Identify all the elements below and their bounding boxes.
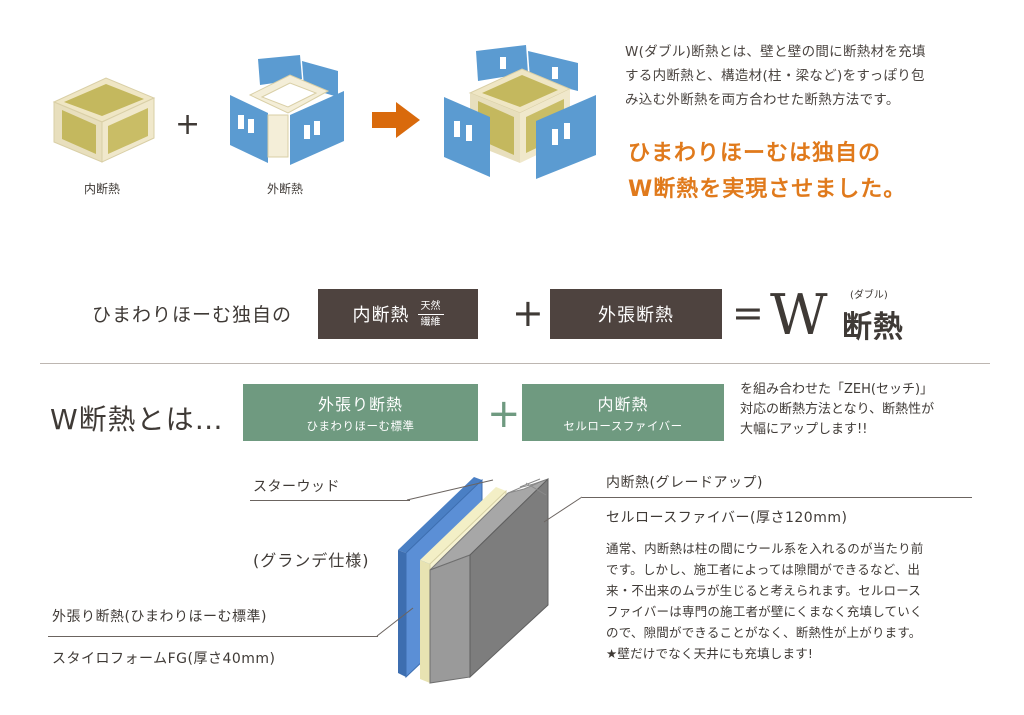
headline-line: W断熱を実現させました。 [628,177,907,202]
starwood-pointer [406,479,494,501]
inner-insulation-leader-line [582,497,972,498]
aside-line: 対応の断熱方法となり、断熱性が [740,402,935,417]
plus-sign-equation: + [512,291,544,335]
exterior-insulation-leader-line [48,636,378,637]
exterior-insulation-callout: 外張り断熱(ひまわりほーむ標準) [52,609,267,625]
aside-line: を組み合わせた「ZEH(セッチ)」 [740,382,934,397]
arrow-right-icon [372,102,420,138]
intro-paragraph: W(ダブル)断熱とは、壁と壁の間に断熱材を充填 する内断熱と、構造材(柱・梁など… [625,40,995,112]
description-paragraph: 通常、内断熱は柱の間にウール系を入れるのが当たり前 です。しかし、施工者によって… [606,538,1016,664]
intro-line: み込む外断熱を両方合わせた断熱方法です。 [625,92,900,108]
intro-line: W(ダブル)断熱とは、壁と壁の間に断熱材を充填 [625,44,926,60]
outer-insulation-label: 外断熱 [266,182,303,196]
section-divider [40,363,990,364]
exterior-insulation-box-label: 外張断熱 [598,305,674,326]
fraction-top: 天然 [420,300,441,312]
what-is-w-title: W断熱とは… [50,403,224,436]
intro-line: する内断熱と、構造材(柱・梁など)をすっぽり包 [625,68,925,84]
exterior-insulation-green-box: 外張り断熱 ひまわりほーむ標準 [243,384,478,441]
w-insulation-illustration [444,45,596,179]
description-line: 来・不出来のムラが生じると考えられます。セルロース [606,583,922,598]
aside-line: 大幅にアップします!! [740,422,868,437]
green-box-main: 外張り断熱 [317,395,403,414]
plus-sign-top: + [175,107,201,142]
natural-fiber-fraction: 天然 繊維 [417,300,444,329]
w-letter: W [770,283,828,348]
description-line: です。しかし、施工者によっては隙間ができるなど、出 [606,562,921,577]
inner-insulation-label: 内断熱 [83,182,120,196]
green-box-sub: セルロースファイバー [563,419,683,433]
styrofoam-material-label: スタイロフォームFG(厚さ40mm) [52,651,276,667]
equals-sign: = [732,291,764,335]
inner-insulation-pointer [543,496,583,523]
green-box-sub: ひまわりほーむ標準 [306,419,415,433]
exterior-insulation-box: 外張断熱 [550,289,722,339]
description-line: ので、隙間ができることがなく、断熱性が上がります。 [606,625,922,640]
starwood-label: スターウッド [253,479,340,495]
headline: ひまわりほーむは独自の W断熱を実現させました。 [628,136,998,208]
headline-line: ひまわりほーむは独自の [628,141,882,166]
outer-insulation-illustration [230,55,344,165]
fraction-bar [417,313,444,315]
description-line: ★壁だけでなく天井にも充填します! [606,646,814,661]
aside-paragraph: を組み合わせた「ZEH(セッチ)」 対応の断熱方法となり、断熱性が 大幅にアップ… [740,380,1010,440]
inner-insulation-callout: 内断熱(グレードアップ) [606,475,763,491]
equation-lead-text: ひまわりほーむ独自の [92,304,293,326]
plus-sign-green: + [487,391,521,437]
description-line: 通常、内断熱は柱の間にウール系を入れるのが当たり前 [606,541,924,556]
grande-spec-label: (グランデ仕様) [253,551,370,570]
exterior-insulation-pointer [376,607,414,637]
description-line: ファイバーは専門の施工者が壁にくまなく充填していく [606,604,923,619]
wall-layers-illustration [398,477,549,685]
green-box-main: 内断熱 [597,395,649,414]
cellulose-material-label: セルロースファイバー(厚さ120mm) [606,510,848,526]
w-kanji: 断熱 [842,310,904,345]
inner-insulation-illustration [52,77,156,163]
fraction-bottom: 繊維 [420,316,441,328]
w-ruby: (ダブル) [850,290,888,301]
inner-insulation-box-label: 内断熱 [352,305,410,326]
inner-insulation-green-box: 内断熱 セルロースファイバー [522,384,724,441]
inner-insulation-box: 内断熱 天然 繊維 [318,289,478,339]
starwood-leader-line [250,500,410,501]
